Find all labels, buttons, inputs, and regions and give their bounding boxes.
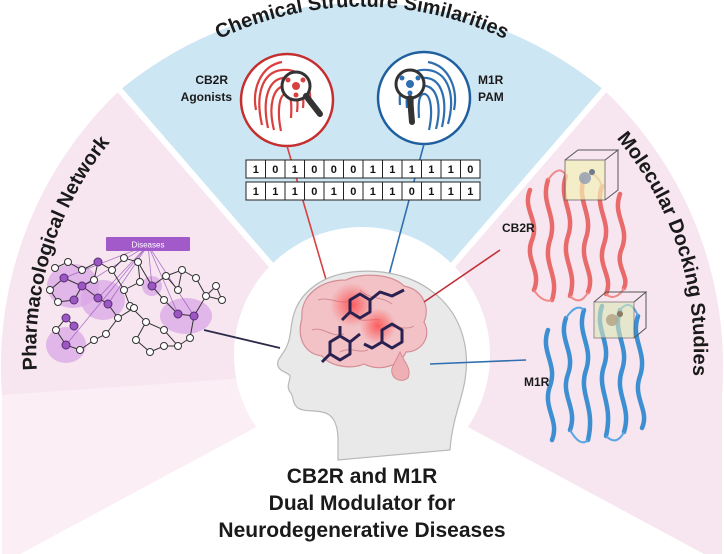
bit-value: 1 <box>370 164 376 176</box>
bit-value: 1 <box>448 164 454 176</box>
bit-value: 0 <box>331 164 337 176</box>
bit-value: 1 <box>253 164 259 176</box>
bit-value: 1 <box>370 186 376 198</box>
bit-value: 1 <box>448 186 454 198</box>
m1r-docking-connector <box>429 359 527 365</box>
m1r-docking-label: M1R <box>524 375 550 389</box>
bit-value: 0 <box>409 186 415 198</box>
bit-value: 0 <box>311 164 317 176</box>
m1r-pam-label-line2: PAM <box>478 90 504 104</box>
bit-value: 1 <box>292 164 298 176</box>
cb2r-agonists-label-line1: CB2R <box>195 73 228 87</box>
molecule-structures <box>320 288 405 364</box>
m1r-protein-structure <box>543 291 648 444</box>
cb2r-agonists-label-line2: Agonists <box>181 90 233 104</box>
main-title-line1: CB2R and M1R <box>286 465 438 488</box>
bit-value: 0 <box>467 164 473 176</box>
bit-value: 1 <box>428 186 434 198</box>
cb2r-fingerprint-icon <box>239 52 335 148</box>
bit-value: 0 <box>350 164 356 176</box>
network-connector <box>203 329 281 349</box>
cb2r-docking-label: CB2R <box>502 221 535 235</box>
bit-value: 1 <box>272 186 278 198</box>
pharmacological-network: Diseases <box>46 237 226 363</box>
bit-value: 1 <box>409 164 415 176</box>
cb2r-docking-connector <box>423 249 501 303</box>
bit-value: 1 <box>389 164 395 176</box>
bit-value: 1 <box>467 186 473 198</box>
bit-value: 0 <box>272 164 278 176</box>
sector-right <box>362 90 724 554</box>
cb2r-protein-structure <box>525 149 628 303</box>
m1r-pam-label-line1: M1R <box>478 73 504 87</box>
bit-value: 1 <box>292 186 298 198</box>
m1r-fingerprint-icon <box>376 50 472 146</box>
bit-value: 1 <box>428 164 434 176</box>
main-title-line3: Neurodegenerative Diseases <box>218 519 506 542</box>
bit-value: 1 <box>389 186 395 198</box>
bit-value: 0 <box>350 186 356 198</box>
main-title-line2: Dual Modulator for <box>268 492 456 515</box>
bit-value: 1 <box>331 186 337 198</box>
fingerprint-bit-table: 1 0 1 0 0 0 1 1 1 1 1 0 1 1 1 0 1 0 1 1 0 1 1 1 <box>245 159 481 201</box>
bit-cell <box>460 181 481 201</box>
diseases-node-label: Diseases <box>132 241 165 250</box>
bit-value: 0 <box>311 186 317 198</box>
main-title: CB2R and M1R Dual Modulator for Neurodeg… <box>0 463 724 544</box>
bit-value: 1 <box>253 186 259 198</box>
bit-cell <box>460 159 481 179</box>
